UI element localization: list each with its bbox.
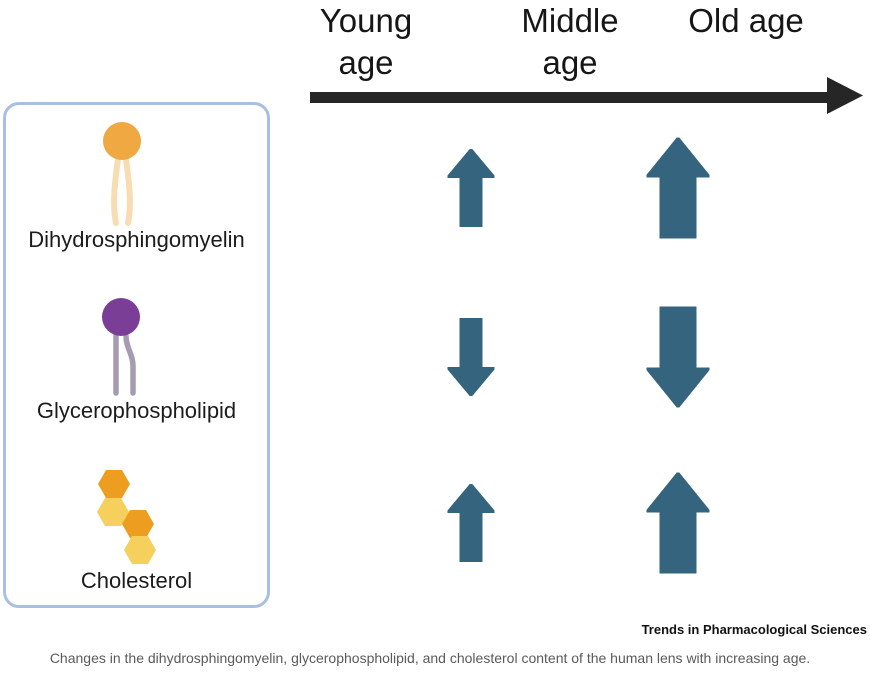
glycerophospholipid-label: Glycerophospholipid: [36, 398, 237, 423]
arrow-dihydrosphingomyelin-old-age: [646, 137, 710, 239]
age-header-middle: Middle age: [521, 2, 619, 81]
cholesterol-label: Cholesterol: [80, 568, 193, 593]
journal-branding: Trends in Pharmacological Sciences: [641, 622, 867, 637]
dihydrosphingomyelin-lipid-icon: [92, 119, 152, 227]
arrow-cholesterol-old-age: [646, 472, 710, 574]
arrow-glycerophospholipid-old-age: [646, 306, 710, 408]
glycerophospholipid-lipid-icon: [92, 296, 152, 398]
figure-caption: Changes in the dihydrosphingomyelin, gly…: [49, 650, 811, 666]
arrow-cholesterol-middle-age: [447, 484, 495, 562]
cholesterol-hexagon-rings-icon: [88, 456, 158, 566]
arrow-glycerophospholipid-middle-age: [447, 318, 495, 396]
dihydrosphingomyelin-label: Dihydrosphingomyelin: [28, 227, 245, 252]
timeline-right-arrow-icon: [310, 77, 863, 114]
age-header-young: Young age: [319, 2, 413, 81]
age-header-old: Old age: [688, 2, 804, 39]
arrow-dihydrosphingomyelin-middle-age: [447, 149, 495, 227]
